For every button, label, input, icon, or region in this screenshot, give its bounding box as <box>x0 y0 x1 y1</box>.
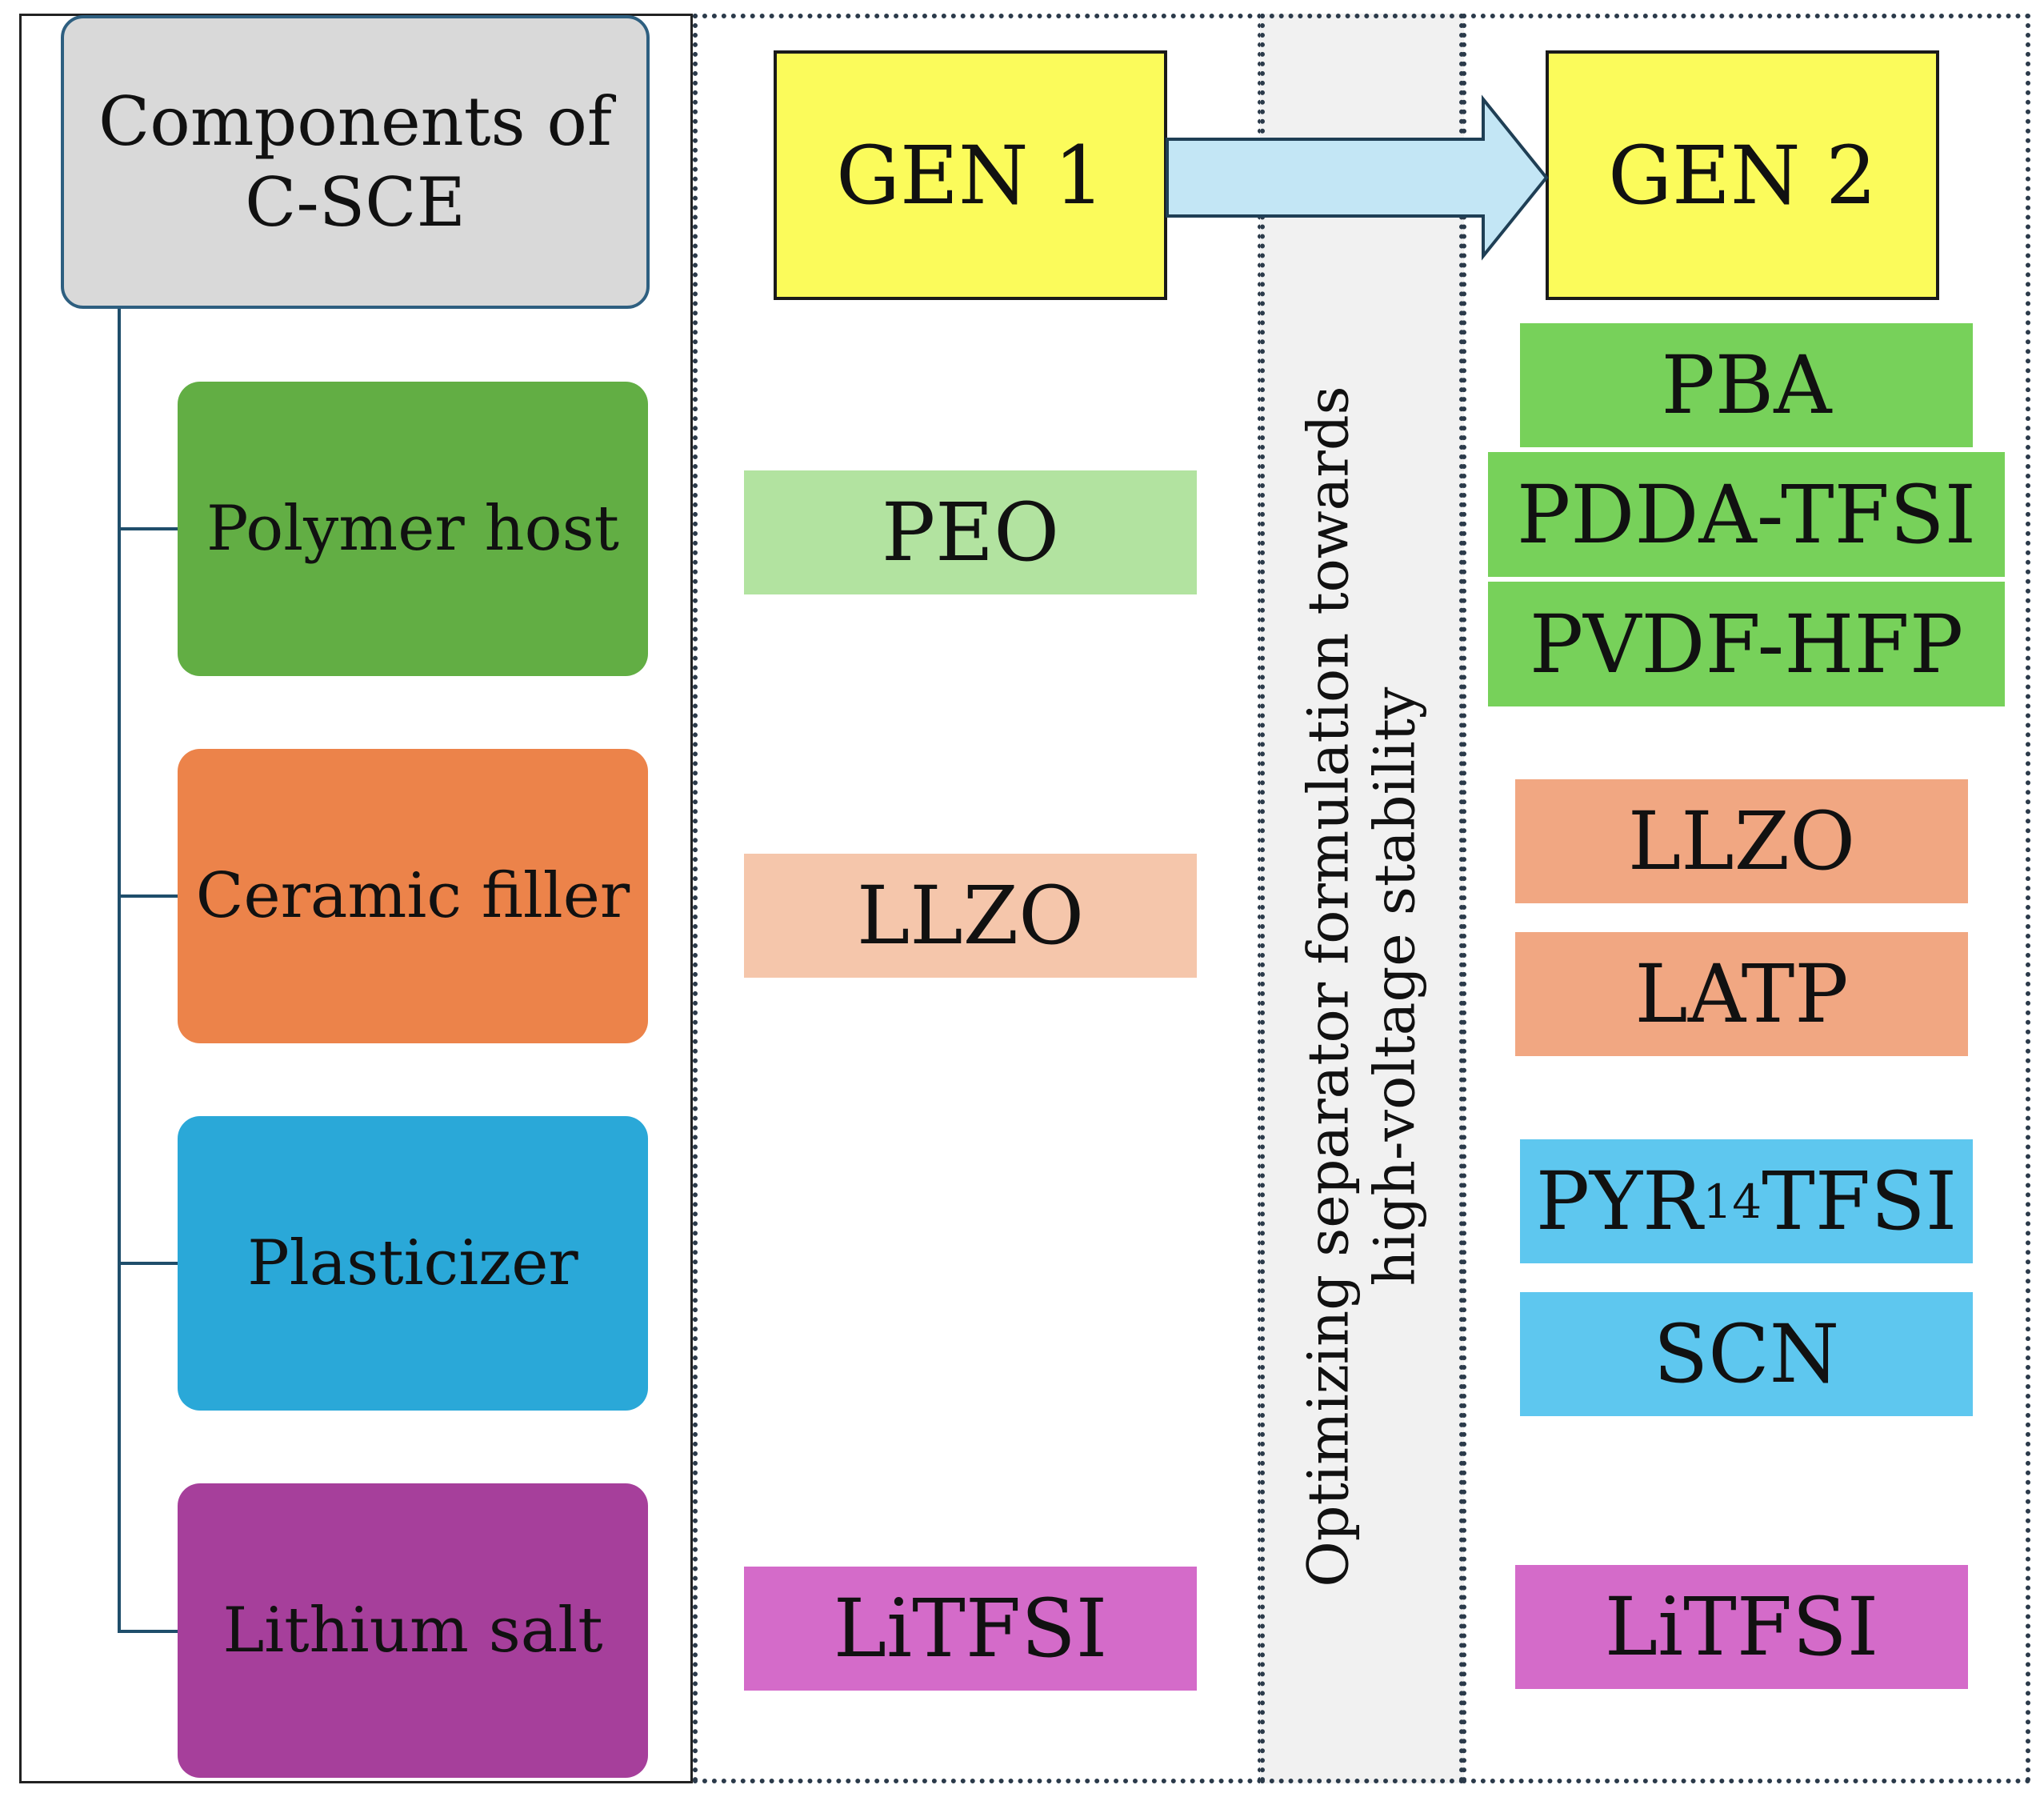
gen2-column-frame <box>1462 14 2030 1783</box>
tree-branch-ceramic <box>118 894 178 898</box>
category-plasticizer: Plasticizer <box>178 1116 648 1411</box>
category-ceramic-filler: Ceramic filler <box>178 749 648 1043</box>
gen2-header: GEN 2 <box>1546 50 1939 300</box>
tree-trunk-line <box>118 307 121 1633</box>
pyr-prefix: PYR <box>1535 1155 1703 1248</box>
tree-branch-salt <box>118 1630 178 1633</box>
tree-branch-plasticizer <box>118 1262 178 1265</box>
gen-transition-arrow <box>1166 94 1549 261</box>
gen2-plasticizer-scn: SCN <box>1520 1292 1973 1416</box>
gen2-polymer-pba: PBA <box>1520 323 1973 447</box>
gen1-polymer-peo: PEO <box>744 470 1197 594</box>
gen1-header: GEN 1 <box>774 50 1167 300</box>
gen1-ceramic-llzo: LLZO <box>744 854 1197 978</box>
arrow-shape <box>1166 94 1549 261</box>
components-frame <box>19 14 693 1783</box>
gen2-polymer-pvdf-hfp: PVDF-HFP <box>1488 582 2005 706</box>
transition-caption: Optimizing separator formulation towards… <box>1295 386 1427 1587</box>
gen2-ceramic-latp: LATP <box>1515 932 1968 1056</box>
pyr-suffix: TFSI <box>1762 1155 1958 1248</box>
components-header: Components of C-SCE <box>61 15 650 309</box>
category-lithium-salt: Lithium salt <box>178 1483 648 1778</box>
tree-branch-polymer <box>118 527 178 530</box>
gen2-ceramic-llzo: LLZO <box>1515 779 1968 903</box>
gen2-salt-litfsi: LiTFSI <box>1515 1565 1968 1689</box>
category-polymer-host: Polymer host <box>178 382 648 676</box>
gen2-polymer-pdda-tfsi: PDDA-TFSI <box>1488 452 2005 577</box>
gen1-salt-litfsi: LiTFSI <box>744 1567 1197 1691</box>
